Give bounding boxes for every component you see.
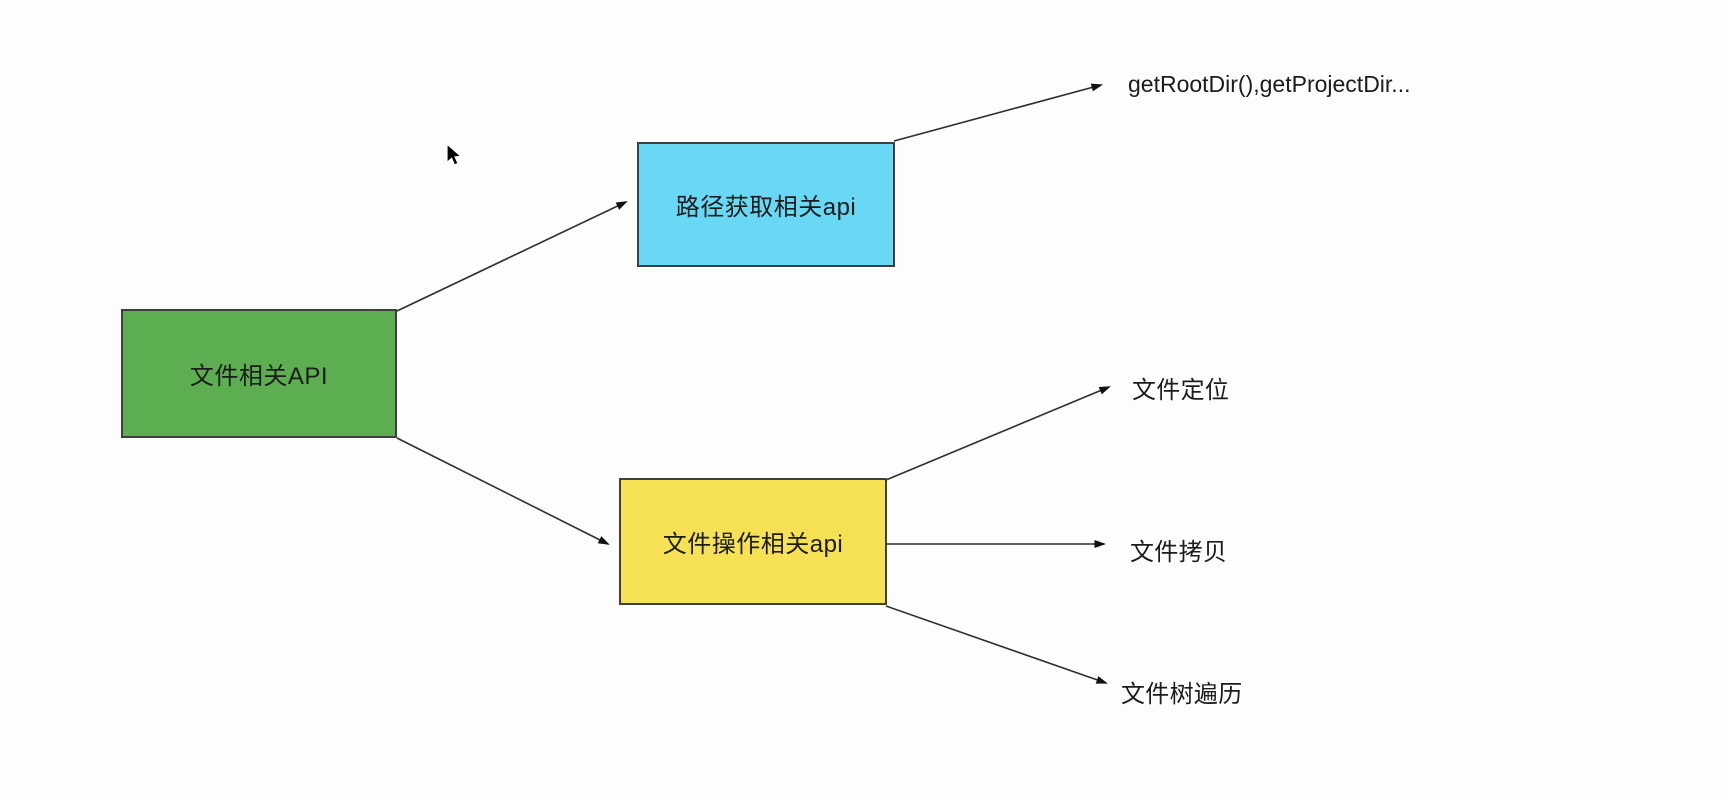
leaf-file-locate[interactable]: 文件定位 bbox=[1132, 377, 1230, 404]
node-file-related-api[interactable]: 文件相关API bbox=[121, 309, 397, 438]
edge-fileop-to-tree bbox=[885, 605, 1108, 684]
node-label: 文件相关API bbox=[189, 363, 329, 390]
leaf-file-copy[interactable]: 文件拷贝 bbox=[1130, 539, 1228, 566]
leaf-getrootdir[interactable]: getRootDir(),getProjectDir... bbox=[1128, 71, 1411, 97]
leaf-file-tree-traverse[interactable]: 文件树遍历 bbox=[1121, 681, 1243, 708]
node-label: 路径获取相关api bbox=[675, 194, 857, 221]
node-path-get-api[interactable]: 路径获取相关api bbox=[637, 142, 895, 267]
node-label: 文件操作相关api bbox=[662, 531, 844, 558]
edge-root-to-path-api bbox=[396, 201, 628, 312]
mouse-cursor-icon bbox=[446, 143, 463, 166]
edge-root-to-fileop-api bbox=[396, 437, 610, 545]
edge-path-to-getrootdir bbox=[893, 83, 1103, 142]
edge-fileop-to-locate bbox=[885, 386, 1111, 481]
node-file-operation-api[interactable]: 文件操作相关api bbox=[619, 478, 887, 605]
